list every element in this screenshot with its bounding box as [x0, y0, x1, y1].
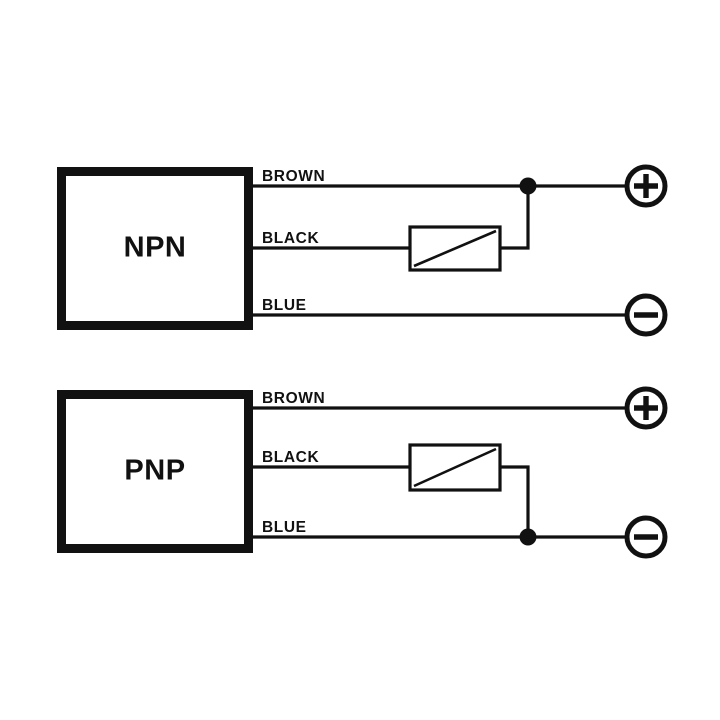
wire-label-npn-blue: BLUE [262, 297, 307, 314]
wire-npn-load-to-junction [500, 186, 530, 250]
terminal-pnp-minus [624, 515, 668, 559]
circuit-npn: NPN BROWN BLACK BLUE [57, 164, 668, 337]
wire-label-pnp-brown: BROWN [262, 390, 325, 407]
load-diagonal-pnp [413, 447, 497, 488]
sensor-label-pnp: PNP [124, 455, 185, 487]
load-diagonal-npn [413, 229, 497, 268]
junction-dot-npn [519, 177, 537, 195]
wire-pnp-load-to-junction [500, 465, 530, 537]
terminal-pnp-plus [624, 386, 668, 430]
terminal-npn-plus [624, 164, 668, 208]
circuit-pnp: PNP BROWN BLACK BLUE [57, 386, 668, 559]
sensor-box-npn [57, 167, 253, 330]
sensor-label-npn: NPN [124, 232, 187, 264]
sensor-box-pnp [57, 390, 253, 553]
terminal-npn-minus [624, 293, 668, 337]
wire-label-npn-black: BLACK [262, 230, 319, 247]
wire-label-pnp-black: BLACK [262, 449, 319, 466]
wire-label-pnp-blue: BLUE [262, 519, 307, 536]
junction-dot-pnp [519, 528, 537, 546]
wire-label-npn-brown: BROWN [262, 168, 325, 185]
